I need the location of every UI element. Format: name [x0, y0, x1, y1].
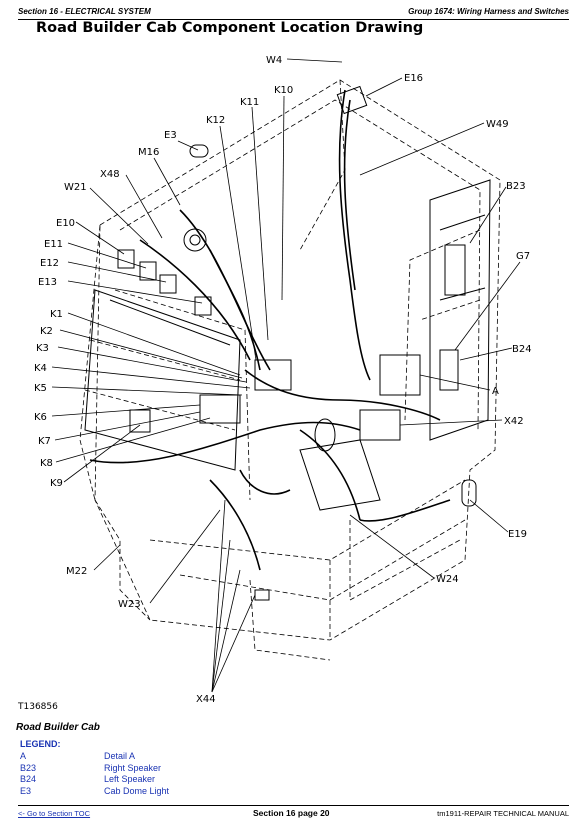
leader-lines — [51, 58, 521, 693]
speaker-b23 — [444, 244, 466, 296]
callout-a: A — [492, 386, 499, 397]
detail-a — [379, 354, 421, 396]
callout-k7: K7 — [38, 436, 51, 447]
callout-k10: K10 — [274, 85, 293, 96]
callout-w49: W49 — [486, 119, 509, 130]
section-label: Section 16 - ELECTRICAL SYSTEM — [18, 7, 151, 16]
legend-item[interactable]: E3 Cab Dome Light — [20, 786, 220, 798]
callout-x42: X42 — [504, 416, 524, 427]
connector-x44 — [254, 589, 270, 601]
cab-structure — [84, 179, 491, 471]
callout-b23: B23 — [506, 181, 526, 192]
callout-x48: X48 — [100, 169, 120, 180]
page-header: Section 16 - ELECTRICAL SYSTEM Group 167… — [18, 6, 569, 20]
legend-desc: Left Speaker — [104, 774, 156, 784]
legend-code: A — [20, 751, 27, 761]
callout-e19: E19 — [508, 529, 527, 540]
e12-module — [159, 274, 177, 294]
callout-k11: K11 — [240, 97, 259, 108]
legend-desc: Detail A — [104, 751, 136, 761]
callout-k8: K8 — [40, 458, 53, 469]
callout-e16: E16 — [404, 73, 423, 84]
callout-e10: E10 — [56, 218, 75, 229]
callout-w4: W4 — [266, 55, 282, 66]
callout-m22: M22 — [66, 566, 87, 577]
figure-id: T136856 — [18, 702, 58, 712]
wiring-harness — [89, 89, 451, 571]
legend: A Detail A B23 Right Speaker B24 Left Sp… — [20, 751, 220, 797]
speaker-b24 — [439, 349, 459, 391]
legend-code: E3 — [20, 785, 32, 796]
callout-k1: K1 — [50, 309, 63, 320]
page-number: Section 16 page 20 — [253, 808, 330, 818]
callout-e3: E3 — [164, 130, 177, 141]
legend-title: LEGEND: — [20, 739, 61, 749]
callout-x44: X44 — [196, 694, 216, 705]
legend-desc: Cab Dome Light — [104, 785, 170, 796]
callout-w23: W23 — [118, 599, 141, 610]
cab-component-drawing: W4 E16 K10 K11 W49 K12 E3 M16 X48 W21 B2… — [34, 55, 532, 705]
seat-control — [299, 439, 381, 511]
callout-k9: K9 — [50, 478, 63, 489]
callout-k4: K4 — [34, 363, 47, 374]
callout-k5: K5 — [34, 383, 47, 394]
header-rule — [18, 19, 569, 20]
legend-item[interactable]: A Detail A — [20, 751, 220, 763]
group-label: Group 1674: Wiring Harness and Switches — [408, 7, 569, 16]
dome-light — [189, 144, 209, 158]
components — [117, 85, 477, 601]
callout-e11: E11 — [44, 239, 63, 250]
callout-k12: K12 — [206, 115, 225, 126]
callout-e13: E13 — [38, 277, 57, 288]
manual-name: tm1911-REPAIR TECHNICAL MANUAL — [437, 809, 569, 818]
fan-motor — [183, 228, 207, 252]
k-connector — [129, 409, 151, 433]
e13-module — [194, 296, 212, 316]
legend-code: B23 — [20, 762, 37, 773]
callout-w21: W21 — [64, 182, 87, 193]
footer-rule — [18, 805, 569, 806]
section-toc-link[interactable]: <- Go to Section TOC — [18, 809, 91, 818]
page-title: Road Builder Cab Component Location Draw… — [36, 20, 424, 36]
cab-frame — [79, 79, 501, 661]
legend-item[interactable]: B23 Right Speaker — [20, 763, 220, 775]
page-footer: <- Go to Section TOC Section 16 page 20 … — [18, 808, 569, 820]
figure-caption: Road Builder Cab — [16, 722, 100, 733]
callout-b24: B24 — [512, 344, 532, 355]
x42-block — [359, 409, 401, 441]
callout-e12: E12 — [40, 258, 59, 269]
callout-w24: W24 — [436, 574, 459, 585]
callout-k2: K2 — [40, 326, 53, 337]
callout-k6: K6 — [34, 412, 47, 423]
callout-m16: M16 — [138, 147, 159, 158]
relay-k — [254, 359, 292, 391]
callout-g7: G7 — [516, 251, 530, 262]
legend-desc: Right Speaker — [104, 762, 162, 773]
e16-light — [336, 85, 368, 115]
g7-component — [461, 479, 477, 507]
e11-module — [139, 261, 157, 281]
relay-bank — [199, 394, 241, 424]
legend-item[interactable]: B24 Left Speaker — [20, 774, 220, 786]
legend-code: B24 — [20, 774, 37, 784]
callout-k3: K3 — [36, 343, 49, 354]
joystick — [314, 418, 336, 452]
e10-module — [117, 249, 135, 269]
